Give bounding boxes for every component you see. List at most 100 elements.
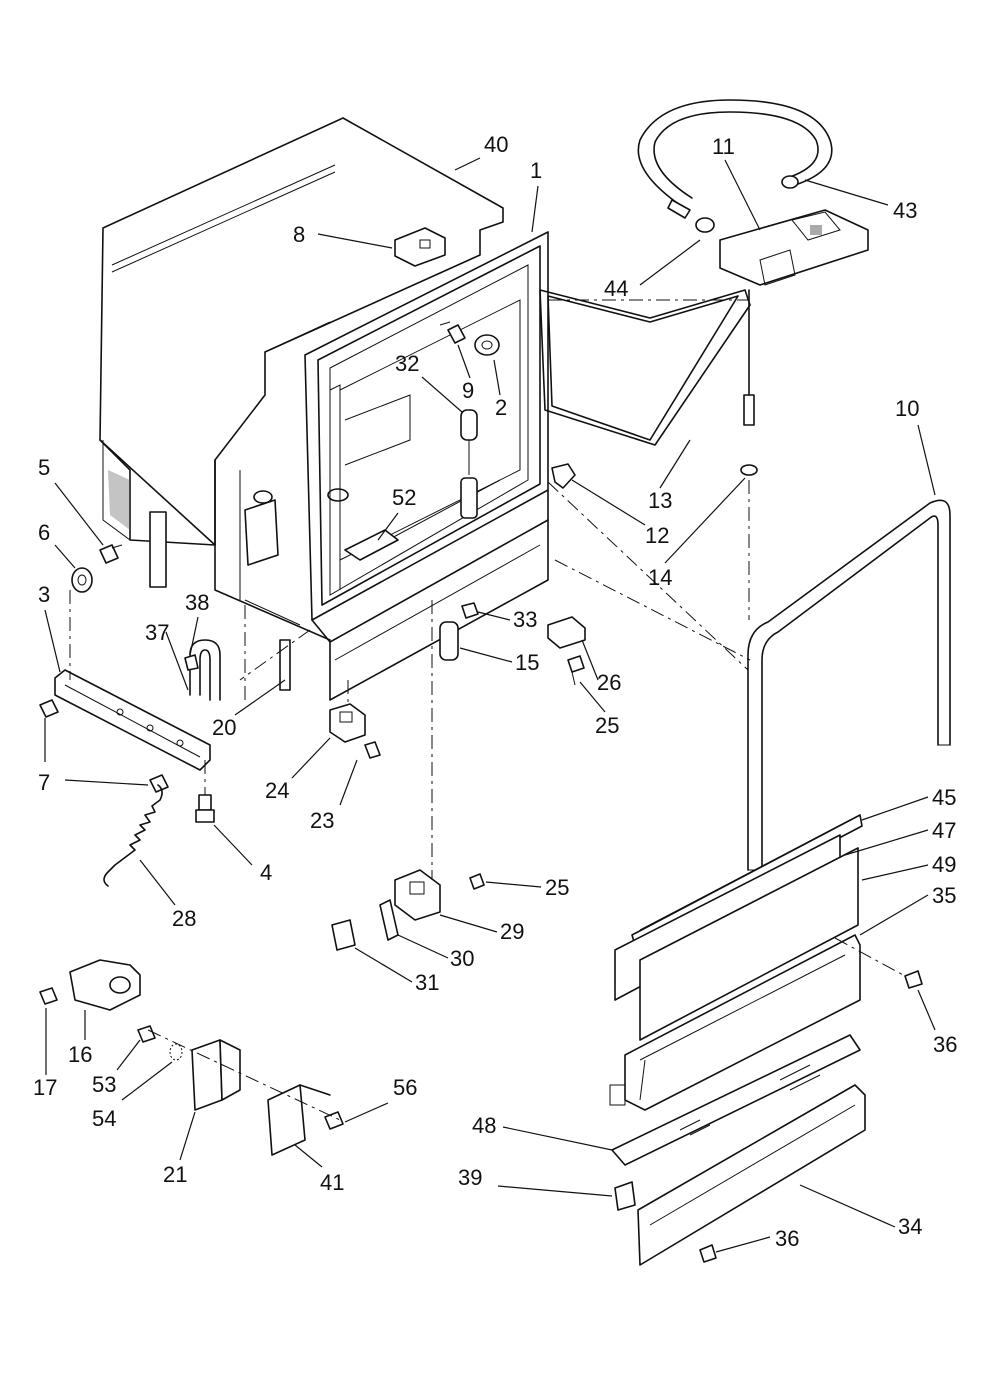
callout-14: 14 (648, 565, 672, 590)
bracket-part-3 (54, 669, 211, 771)
callout-6: 6 (38, 520, 50, 545)
callout-33: 33 (513, 607, 537, 632)
callout-26: 26 (597, 670, 621, 695)
part-52 (344, 529, 399, 561)
panel-assembly-part-35 (609, 934, 861, 1111)
callout-9: 9 (462, 378, 474, 403)
callout-48: 48 (472, 1113, 496, 1138)
callout-29: 29 (500, 919, 524, 944)
door-frame-part-1 (304, 231, 549, 701)
kickplate-part-34 (637, 1084, 866, 1266)
spacer-part-33 (461, 602, 479, 619)
callout-25b: 25 (545, 875, 569, 900)
callout-36a: 36 (933, 1032, 957, 1057)
callout-45: 45 (932, 785, 956, 810)
screw-part-7 (39, 699, 169, 793)
callout-7: 7 (38, 770, 50, 795)
strike-part-31 (331, 919, 356, 951)
screw-part-56 (324, 1111, 344, 1130)
callout-2: 2 (495, 395, 507, 420)
callout-39: 39 (458, 1165, 482, 1190)
callout-31: 31 (415, 970, 439, 995)
callout-34: 34 (898, 1214, 922, 1239)
spacer-part-15 (439, 621, 459, 661)
screw-part-25-upper (567, 655, 585, 686)
washer-part-54 (169, 1043, 183, 1061)
bracket-part-41 (267, 1084, 331, 1156)
callout-labels: 1 2 3 4 5 6 7 8 9 10 11 12 13 14 15 16 1… (33, 132, 957, 1251)
callout-41: 41 (320, 1170, 344, 1195)
callout-10: 10 (895, 396, 919, 421)
spring-part-28 (103, 784, 163, 887)
part-20 (279, 639, 291, 691)
tube-part-37 (189, 639, 221, 701)
callout-47: 47 (932, 818, 956, 843)
callout-44: 44 (604, 276, 628, 301)
valve-part-16 (69, 959, 141, 1011)
callout-11: 11 (712, 134, 735, 159)
callout-56: 56 (393, 1075, 417, 1100)
leader-lines (44, 157, 936, 1253)
tub-cabinet-part-40 (99, 117, 504, 641)
frame-part-13 (539, 289, 751, 446)
latch-part-29 (394, 869, 441, 921)
screw-part-36-upper (904, 970, 923, 989)
screw-part-53 (137, 1025, 156, 1043)
clip-part-12 (551, 463, 576, 489)
cover-part-11 (719, 209, 869, 286)
callout-13: 13 (648, 488, 672, 513)
screw-part-5 (99, 544, 123, 564)
callout-28: 28 (172, 906, 196, 931)
panel-part-49 (639, 847, 859, 1041)
bracket-part-26 (547, 616, 586, 649)
left-bracket-assembly (149, 490, 279, 588)
callout-37: 37 (145, 620, 169, 645)
callout-16: 16 (68, 1042, 92, 1067)
callout-43: 43 (893, 198, 917, 223)
callout-32: 32 (395, 351, 419, 376)
screw-part-9 (439, 321, 466, 344)
rail-part-10 (747, 499, 951, 871)
callout-17: 17 (33, 1075, 57, 1100)
sensor-part-32 (460, 409, 478, 519)
callout-36b: 36 (775, 1226, 799, 1251)
alignment-lines (69, 299, 906, 1121)
callout-5: 5 (38, 455, 50, 480)
callout-3: 3 (38, 582, 50, 607)
vent-panel-part-48 (611, 1034, 861, 1166)
callout-52: 52 (392, 485, 416, 510)
screw-part-25-lower (469, 873, 485, 890)
callout-12: 12 (645, 523, 669, 548)
clip-part-8 (394, 227, 446, 267)
callout-54: 54 (92, 1106, 116, 1131)
callout-20: 20 (212, 715, 236, 740)
callout-40: 40 (484, 132, 508, 157)
callout-4: 4 (260, 860, 272, 885)
washer-part-6 (71, 567, 93, 593)
hose-clamp-part-44 (667, 199, 715, 233)
callout-38: 38 (185, 590, 209, 615)
leg-part-4 (195, 794, 215, 823)
screw-part-36-lower (699, 1244, 717, 1263)
callout-8: 8 (293, 222, 305, 247)
screw-part-17 (39, 987, 58, 1005)
grommet-part-2 (474, 334, 500, 356)
callout-1: 1 (530, 158, 542, 183)
callout-25a: 25 (595, 713, 619, 738)
switch-part-24 (329, 703, 366, 743)
callout-23: 23 (310, 808, 334, 833)
callout-21: 21 (163, 1162, 187, 1187)
bracket-part-21 (191, 1039, 241, 1111)
callout-53: 53 (92, 1072, 116, 1097)
stem-part-14 (740, 289, 758, 476)
callout-49: 49 (932, 852, 956, 877)
hose-part-43 (637, 99, 833, 206)
clip-part-39 (614, 1181, 636, 1211)
callout-24: 24 (265, 778, 289, 803)
callout-15: 15 (515, 650, 539, 675)
screw-part-23 (364, 741, 381, 759)
clip-part-38 (184, 654, 199, 671)
callout-30: 30 (450, 946, 474, 971)
